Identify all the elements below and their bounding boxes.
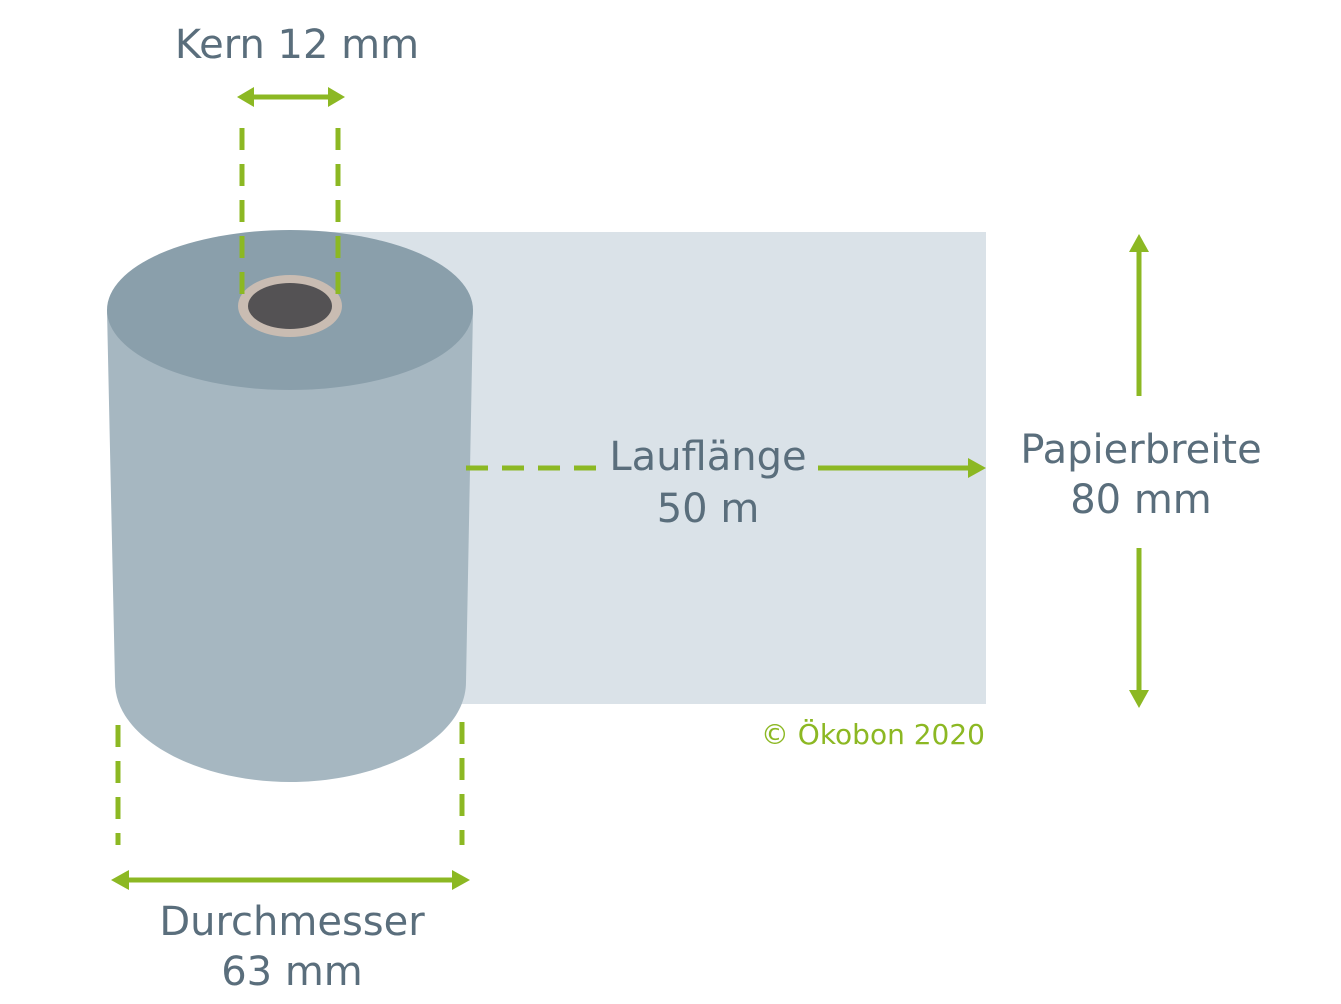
- arrow-icon: [968, 458, 986, 478]
- core-label: Kern 12 mm: [175, 22, 419, 68]
- copyright-text: © Ökobon 2020: [761, 717, 985, 751]
- arrow-icon: [1129, 234, 1149, 252]
- core-hole: [248, 283, 332, 329]
- diameter-label-line2: 63 mm: [221, 949, 363, 995]
- arrow-icon: [237, 87, 254, 107]
- arrow-icon: [1129, 690, 1149, 708]
- width-label-line1: Papierbreite: [1020, 427, 1261, 473]
- roll-body: [107, 310, 473, 782]
- diameter-label-line1: Durchmesser: [159, 899, 425, 945]
- dimension-arrows: [111, 87, 1149, 890]
- arrow-icon: [328, 87, 345, 107]
- arrow-icon: [111, 870, 129, 890]
- length-label-line1: Lauflänge: [609, 434, 806, 480]
- guide-lines: [115, 128, 600, 845]
- width-label-line2: 80 mm: [1070, 477, 1212, 523]
- length-label-line2: 50 m: [657, 486, 760, 532]
- arrow-icon: [452, 870, 470, 890]
